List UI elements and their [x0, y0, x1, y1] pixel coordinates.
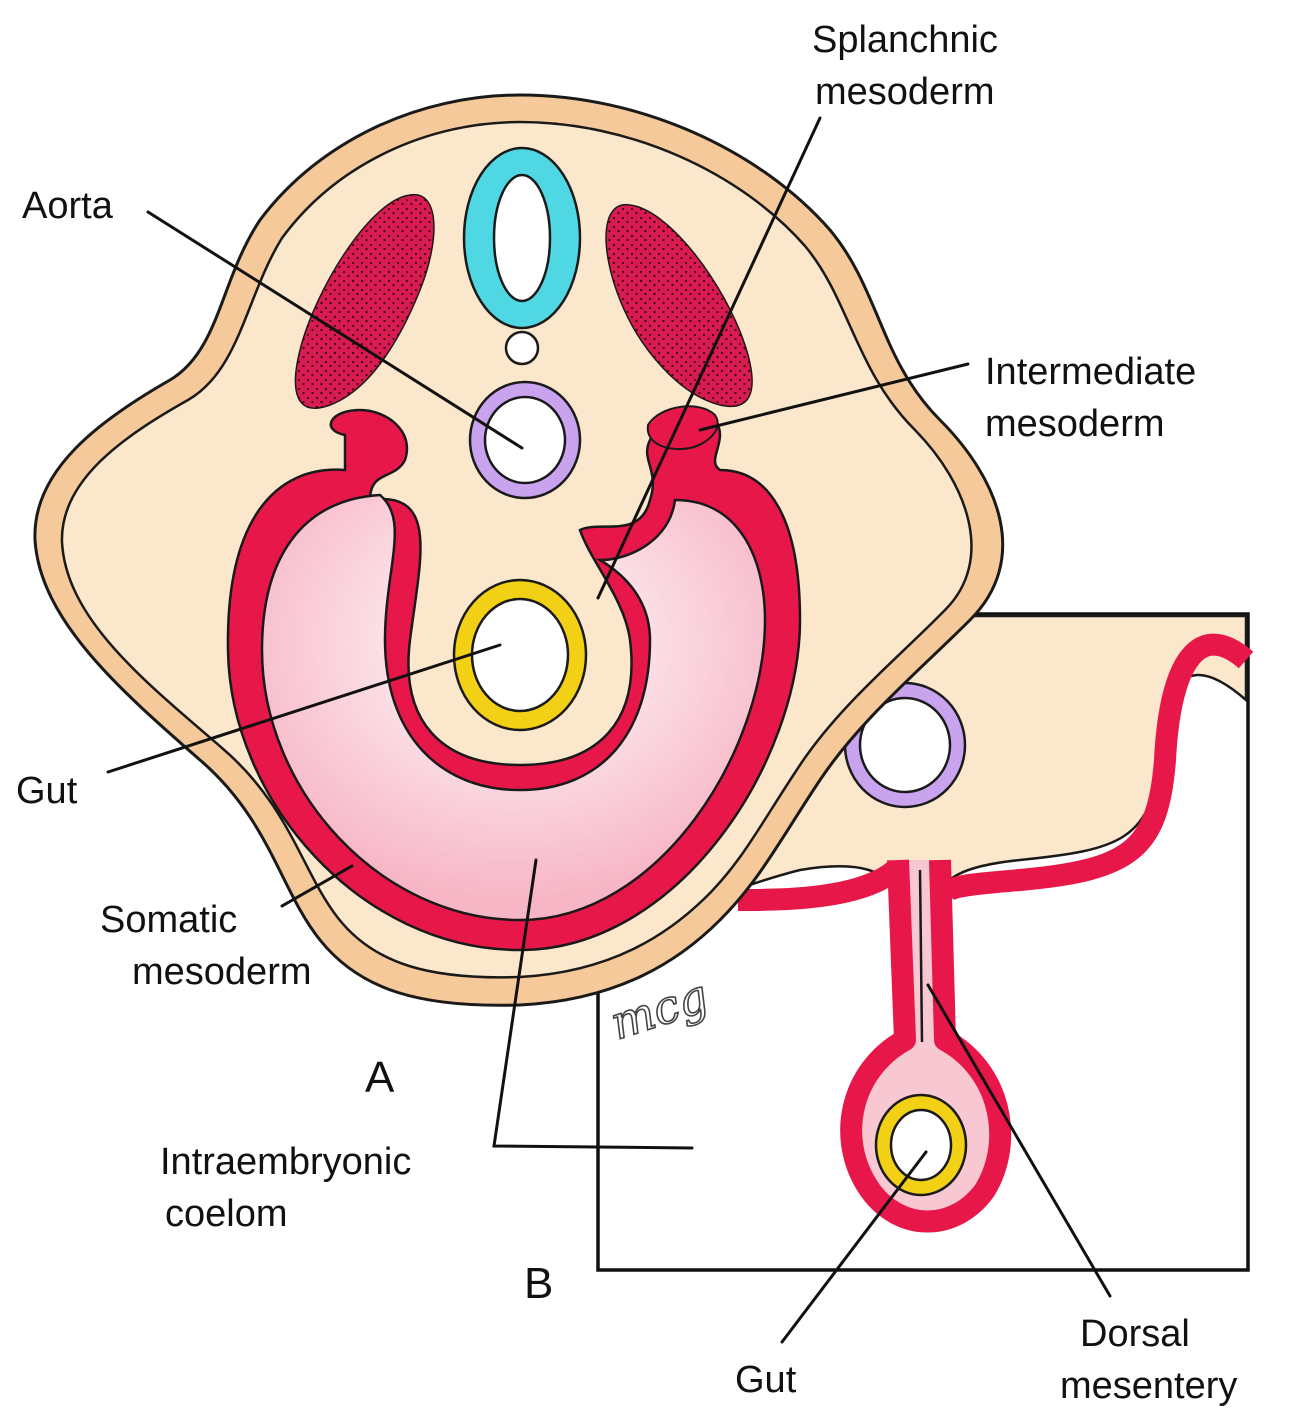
- label-intermediate-line2: mesoderm: [985, 403, 1165, 445]
- label-splanchnic-line2: mesoderm: [815, 71, 995, 113]
- label-somatic-line1: Somatic: [100, 899, 237, 941]
- label-dorsal-line1: Dorsal: [1080, 1313, 1190, 1355]
- label-somatic-line2: mesoderm: [132, 951, 312, 993]
- label-gut-b: Gut: [735, 1359, 797, 1401]
- label-dorsal-line2: mesentery: [1060, 1365, 1237, 1407]
- aorta-lumen: [485, 397, 565, 483]
- label-intermediate-line1: Intermediate: [985, 351, 1196, 393]
- label-intraembryonic-line2: coelom: [165, 1193, 288, 1235]
- panel-label-b: B: [524, 1259, 553, 1308]
- label-aorta: Aorta: [22, 185, 114, 227]
- notochord: [506, 332, 538, 364]
- gut-lumen: [472, 599, 568, 711]
- label-gut-a: Gut: [16, 770, 78, 812]
- label-splanchnic-line1: Splanchnic: [812, 19, 998, 61]
- inset-gut-lumen: [891, 1110, 951, 1180]
- label-intraembryonic-line1: Intraembryonic: [160, 1141, 411, 1183]
- neural-tube-lumen: [494, 175, 550, 301]
- panel-label-a: A: [365, 1053, 395, 1102]
